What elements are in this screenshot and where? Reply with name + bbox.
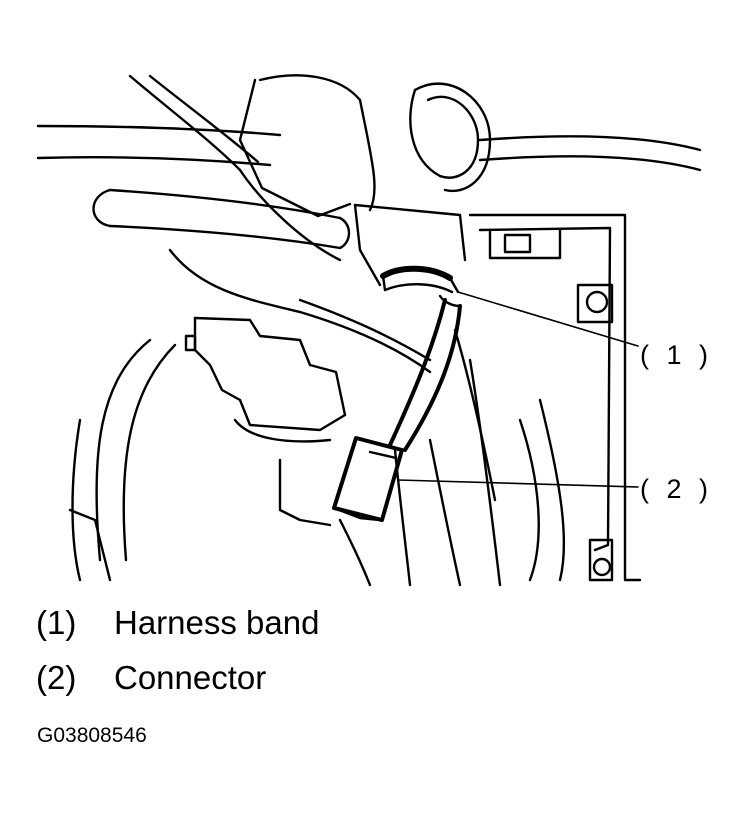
callout-label-1: ( 1 ): [640, 340, 714, 370]
background-structure: [36, 74, 702, 262]
side-panel: [468, 213, 642, 582]
leader-line-2: [397, 479, 639, 488]
legend-row: (2) Connector: [36, 659, 266, 697]
connector: [332, 436, 404, 522]
legend-number: (2): [36, 659, 77, 696]
harness-wires: [388, 294, 462, 452]
relay-box: [184, 316, 347, 443]
callout-label-2: ( 2 ): [640, 474, 714, 504]
engine-bay-line-drawing: [36, 74, 702, 587]
leader-line-1: [457, 291, 639, 347]
leader-lines: [397, 291, 639, 488]
left-hoses: [68, 338, 177, 582]
legend-number: (1): [36, 604, 77, 641]
bracket-body: [168, 203, 467, 374]
upper-cylinder: [238, 74, 492, 218]
legend-row: (1) Harness band: [36, 604, 319, 642]
pipe: [92, 188, 351, 250]
legend-label: Connector: [114, 659, 267, 696]
harness-band: [380, 265, 460, 294]
figure-code: G03808546: [37, 724, 147, 747]
legend-label: Harness band: [114, 604, 320, 641]
